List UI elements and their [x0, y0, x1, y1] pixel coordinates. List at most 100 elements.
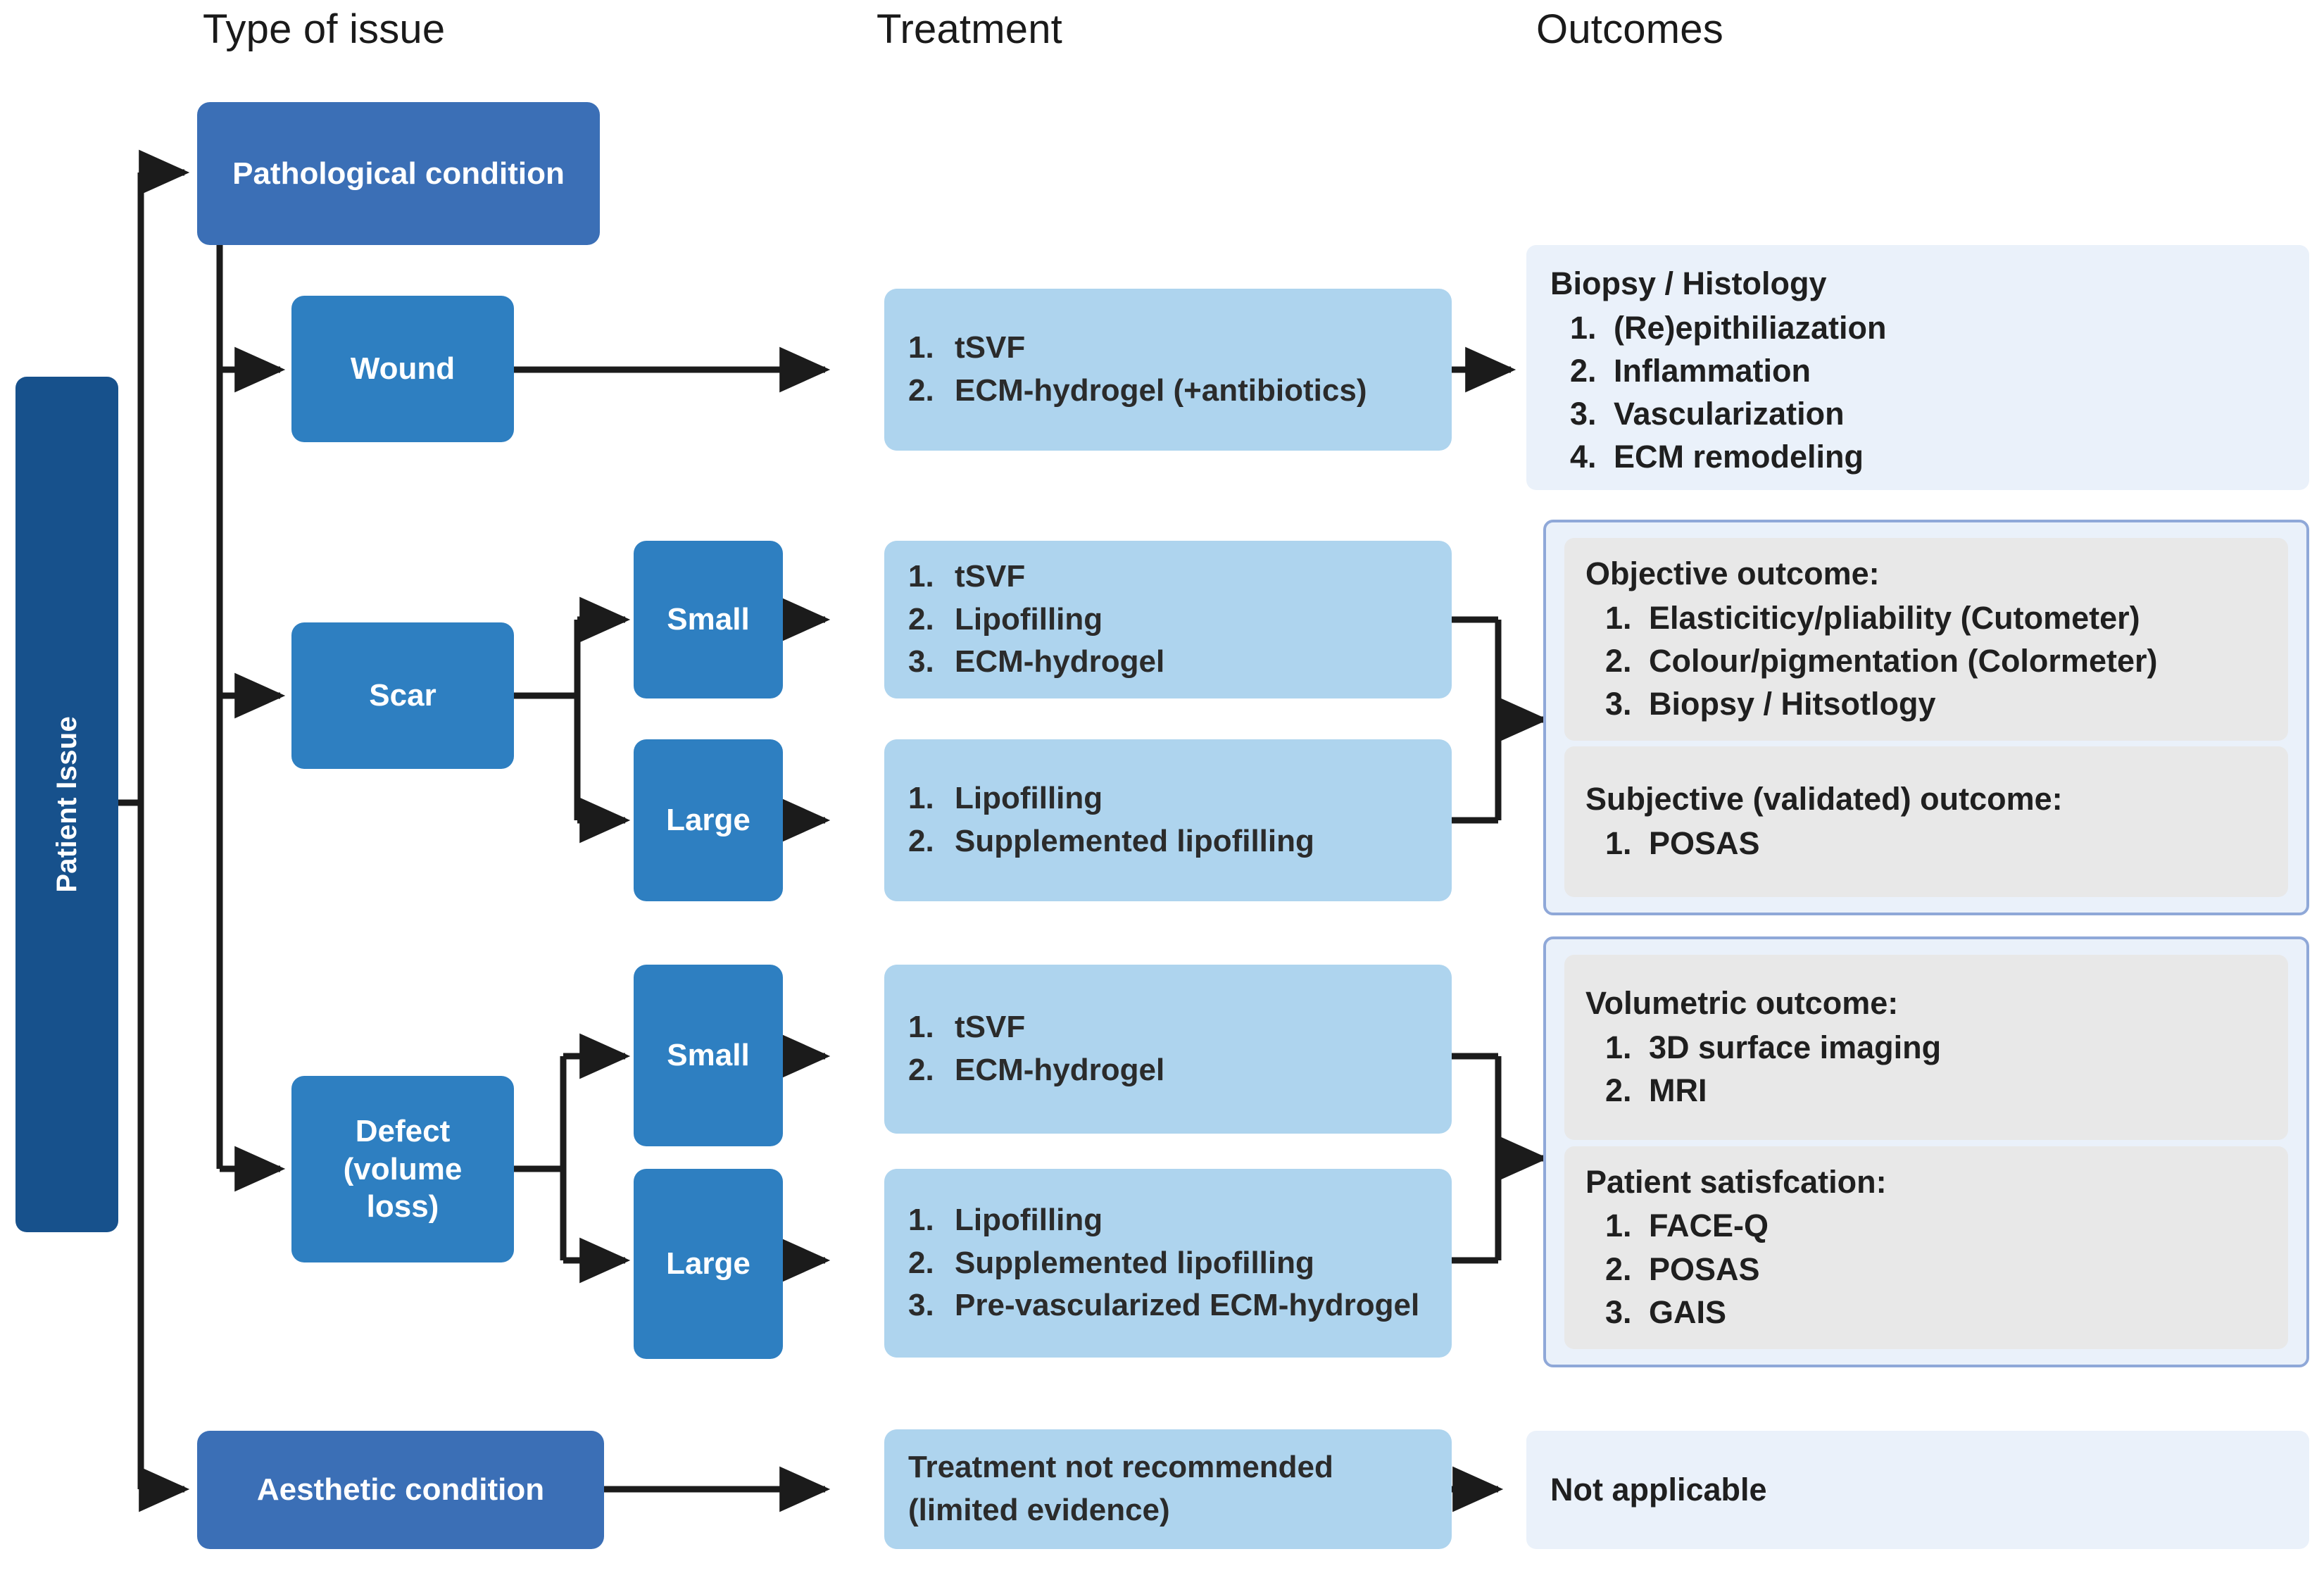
list-item: 2. MRI — [1585, 1069, 2267, 1112]
node-wound[interactable]: Wound — [291, 296, 514, 442]
outcome-panel-objective: Objective outcome: 1. Elasticiticy/pliab… — [1564, 538, 2288, 741]
outcome-title: Subjective (validated) outcome: — [1585, 781, 2063, 817]
list-number: 3. — [1570, 395, 1597, 432]
node-pathological-condition[interactable]: Pathological condition — [197, 102, 600, 245]
node-scar-large-label: Large — [666, 803, 750, 838]
outcome-aesthetic-text: Not applicable — [1550, 1472, 1767, 1508]
treatment-box-wound[interactable]: 1. tSVF 2. ECM-hydrogel (+antibiotics) — [884, 289, 1452, 451]
list-item: 1. FACE-Q — [1585, 1204, 2267, 1247]
outcome-panel-patient-satisfaction: Patient satisfcation: 1. FACE-Q 2. POSAS… — [1564, 1146, 2288, 1349]
list-item: 1. POSAS — [1585, 822, 2267, 865]
list-item: 2. Lipofilling — [908, 599, 1428, 641]
outcome-box-scar[interactable]: Objective outcome: 1. Elasticiticy/pliab… — [1543, 520, 2309, 915]
list-text: Elasticiticy/pliability (Cutometer) — [1649, 599, 2140, 636]
outcome-panel-subjective: Subjective (validated) outcome: 1. POSAS — [1564, 746, 2288, 897]
list-number: 3. — [1605, 685, 1632, 722]
node-defect-large-label: Large — [666, 1246, 750, 1281]
list-item: 1. Lipofilling — [908, 777, 1428, 820]
list-text: Lipofilling — [955, 781, 1103, 816]
outcome-box-aesthetic[interactable]: Not applicable — [1526, 1431, 2309, 1549]
list-number: 3. — [908, 1288, 934, 1323]
outcome-title: Patient satisfcation: — [1585, 1163, 1887, 1200]
list-number: 1. — [908, 330, 934, 365]
list-number: 2. — [908, 824, 934, 858]
node-defect-label-line1: Defect — [355, 1113, 451, 1148]
node-defect[interactable]: Defect (volume loss) — [291, 1076, 514, 1262]
list-number: 2. — [908, 1245, 934, 1280]
list-number: 1. — [1605, 599, 1632, 636]
node-defect-small-label: Small — [667, 1038, 750, 1073]
list-text: ECM-hydrogel — [955, 644, 1165, 679]
list-text: ECM-hydrogel (+antibiotics) — [955, 373, 1367, 408]
list-item: 3. Vascularization — [1550, 392, 2285, 435]
outcome-title: Biopsy / Histology — [1550, 265, 1827, 301]
list-item: 1. tSVF — [908, 327, 1428, 370]
list-item: 3. Biopsy / Hitsotlogy — [1585, 682, 2267, 725]
list-number: 2. — [908, 601, 934, 637]
list-item: 2. Inflammation — [1550, 349, 2285, 392]
outcome-box-wound[interactable]: Biopsy / Histology 1. (Re)epithiliazatio… — [1526, 245, 2309, 490]
list-text: ECM remodeling — [1614, 439, 1864, 475]
node-wound-label: Wound — [350, 351, 456, 387]
node-scar-large[interactable]: Large — [634, 739, 783, 901]
outcome-title: Volumetric outcome: — [1585, 985, 1899, 1021]
node-scar-small-label: Small — [667, 602, 750, 637]
list-text: ECM-hydrogel — [955, 1053, 1165, 1087]
treatment-box-scar-small[interactable]: 1. tSVF 2. Lipofilling 3. ECM-hydrogel — [884, 541, 1452, 698]
list-item: 1. 3D surface imaging — [1585, 1026, 2267, 1069]
outcome-title: Objective outcome: — [1585, 556, 1880, 591]
list-number: 3. — [1605, 1293, 1632, 1330]
list-number: 1. — [908, 1202, 934, 1237]
column-header-treatment: Treatment — [877, 6, 1062, 52]
list-number: 1. — [908, 781, 934, 816]
list-text: Vascularization — [1614, 395, 1845, 432]
list-text: (Re)epithiliazation — [1614, 309, 1887, 346]
list-text: GAIS — [1649, 1293, 1727, 1330]
node-defect-large[interactable]: Large — [634, 1169, 783, 1359]
node-defect-small[interactable]: Small — [634, 965, 783, 1146]
list-text: Lipofilling — [955, 1202, 1103, 1237]
list-text: Colour/pigmentation (Colormeter) — [1649, 642, 2158, 679]
node-aesthetic-condition[interactable]: Aesthetic condition — [197, 1431, 604, 1549]
list-number: 1. — [1605, 1208, 1632, 1244]
node-defect-label-line3: loss) — [366, 1189, 439, 1224]
node-patient-issue[interactable]: Patient Issue — [15, 377, 118, 1232]
list-text: tSVF — [955, 1010, 1026, 1045]
list-text: Inflammation — [1614, 352, 1811, 389]
node-scar[interactable]: Scar — [291, 622, 514, 769]
treatment-box-defect-small[interactable]: 1. tSVF 2. ECM-hydrogel — [884, 965, 1452, 1134]
list-item: 1. tSVF — [908, 1006, 1428, 1049]
list-text: POSAS — [1649, 1251, 1760, 1287]
list-item: 1. Lipofilling — [908, 1199, 1428, 1242]
list-number: 1. — [1605, 1029, 1632, 1065]
list-text: MRI — [1649, 1072, 1707, 1108]
list-item: 3. Pre-vascularized ECM-hydrogel — [908, 1284, 1428, 1327]
node-aesthetic-condition-label: Aesthetic condition — [256, 1472, 545, 1508]
list-text: tSVF — [955, 558, 1026, 594]
list-item: 3. GAIS — [1585, 1291, 2267, 1334]
treatment-box-scar-large[interactable]: 1. Lipofilling 2. Supplemented lipofilli… — [884, 739, 1452, 901]
list-text: tSVF — [955, 330, 1026, 365]
list-number: 1. — [908, 1010, 934, 1045]
list-text: Lipofilling — [955, 601, 1103, 637]
node-scar-small[interactable]: Small — [634, 541, 783, 698]
column-header-type-of-issue: Type of issue — [203, 6, 446, 52]
list-number: 1. — [908, 558, 934, 594]
node-defect-label-line2: (volume — [343, 1151, 463, 1186]
node-patient-issue-label: Patient Issue — [51, 716, 82, 893]
treatment-aesthetic-text: Treatment not recommended (limited evide… — [908, 1450, 1333, 1527]
list-number: 4. — [1570, 439, 1597, 475]
outcome-box-defect[interactable]: Volumetric outcome: 1. 3D surface imagin… — [1543, 936, 2309, 1367]
list-number: 2. — [908, 1053, 934, 1087]
list-number: 3. — [908, 644, 934, 679]
list-number: 1. — [1605, 825, 1632, 861]
treatment-box-aesthetic[interactable]: Treatment not recommended (limited evide… — [884, 1429, 1452, 1549]
list-number: 2. — [1570, 352, 1597, 389]
list-text: 3D surface imaging — [1649, 1029, 1942, 1065]
list-number: 2. — [1605, 1251, 1632, 1287]
list-text: Supplemented lipofilling — [955, 1245, 1314, 1280]
list-text: Biopsy / Hitsotlogy — [1649, 685, 1936, 722]
treatment-box-defect-large[interactable]: 1. Lipofilling 2. Supplemented lipofilli… — [884, 1169, 1452, 1358]
list-item: 4. ECM remodeling — [1550, 435, 2285, 478]
column-header-outcomes: Outcomes — [1536, 6, 1723, 52]
